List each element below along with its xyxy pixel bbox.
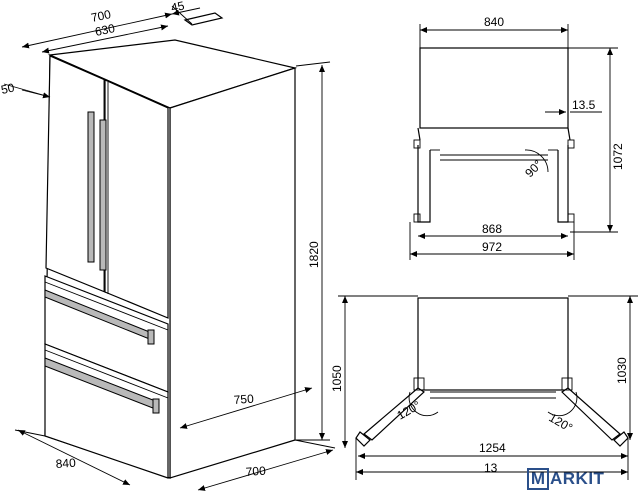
watermark-text: ARKIT [550,469,605,488]
label-plan-width-overall: 13 [484,461,498,475]
label-plan-angle-right: 120° [547,410,576,435]
top-view-dimensions [409,24,618,260]
label-iso-door-gap: 50 [0,80,16,97]
iso-fridge [44,12,298,479]
plan-view-dimensions [338,295,638,480]
label-top-inner-width: 868 [482,222,502,236]
label-iso-top-offset: 45 [170,0,186,15]
label-iso-depth-bottom: 700 [245,464,266,479]
label-iso-depth-overall: 700 [90,7,113,25]
label-plan-angle-left: 120° [395,398,424,423]
label-iso-height: 1820 [307,241,321,268]
label-iso-width: 840 [55,456,76,471]
iso-dimensions [3,5,336,491]
label-top-depth-open: 1072 [611,143,625,170]
label-top-side-gap: 13.5 [572,98,596,112]
watermark-mark: M [527,468,549,490]
label-iso-drawer-open: 750 [233,392,254,407]
label-plan-depth-right: 1030 [615,357,629,384]
top-view [413,47,575,223]
label-top-outer-width: 972 [482,240,502,254]
label-top-width: 840 [484,15,504,29]
label-plan-depth-left: 1050 [330,365,344,392]
label-top-angle: 90° [522,157,545,180]
plan-view [355,297,629,447]
label-iso-depth-body: 630 [94,21,117,39]
label-plan-width: 1254 [479,441,506,455]
watermark-logo: M ARKIT [527,466,604,492]
